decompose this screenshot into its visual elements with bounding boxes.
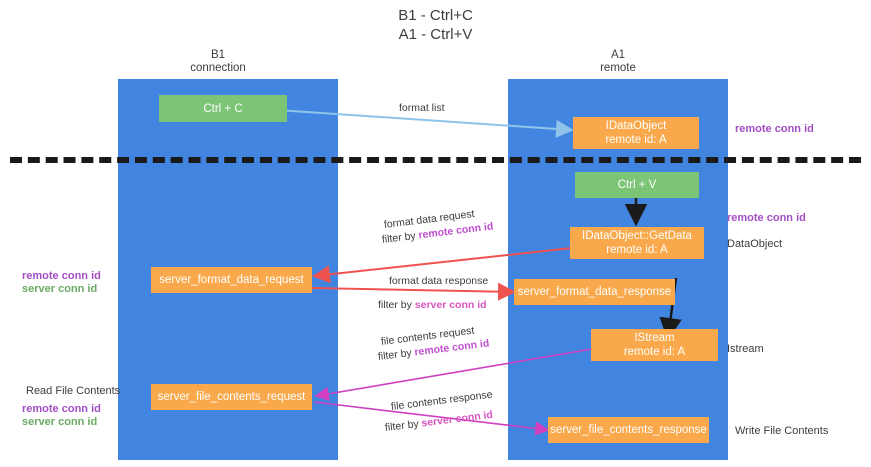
filter-value-server-conn-id: server conn id [414,299,487,311]
diagram-title: B1 - Ctrl+C A1 - Ctrl+V [398,7,473,43]
left-label-read-file-contents: Read File Contents [26,385,121,397]
node-server-format-data-request[interactable]: server_format_data_request [151,267,312,293]
right-label-istream: Istream [727,343,764,355]
section-divider [10,157,861,163]
node-server-file-contents-request[interactable]: server_file_contents_request [151,384,312,410]
filter-value-server-conn-id: server conn id [420,408,494,430]
left-label-server-conn-id-2: server conn id [22,416,98,428]
edge-label-format-data-response-filter: filter by server conn id [378,298,487,312]
left-label-remote-conn-id: remote conn id [22,270,101,282]
node-server-file-contents-response[interactable]: server_file_contents_response [548,417,709,443]
node-idataobject-getdata[interactable]: IDataObject::GetData remote id: A [570,227,704,259]
right-label-remote-conn-id-top: remote conn id [735,123,814,135]
left-label-remote-conn-id-2: remote conn id [22,403,101,415]
right-label-remote-conn-id-mid: remote conn id [727,212,806,224]
filter-prefix: filter by [377,346,416,363]
node-ctrl-c[interactable]: Ctrl + C [159,95,287,122]
column-header-b1: B1 connection [190,49,246,74]
filter-prefix: filter by [384,417,423,434]
filter-prefix: filter by [381,229,420,246]
left-label-server-conn-id: server conn id [22,283,98,295]
edge-label-format-list: format list [399,102,445,114]
filter-prefix: filter by [378,299,415,311]
right-label-dataobject: DataObject [727,238,783,250]
node-idataobject[interactable]: IDataObject remote id: A [573,117,699,149]
column-header-a1: A1 remote [600,49,636,74]
edge-label-format-data-response: format data response [389,275,489,287]
right-label-write-file-contents: Write File Contents [735,425,829,437]
node-istream[interactable]: IStream remote id: A [591,329,718,361]
node-server-format-data-response[interactable]: server_format_data_response [514,279,675,305]
node-ctrl-v[interactable]: Ctrl + V [575,172,699,198]
arrow-format-data-response [311,282,516,301]
